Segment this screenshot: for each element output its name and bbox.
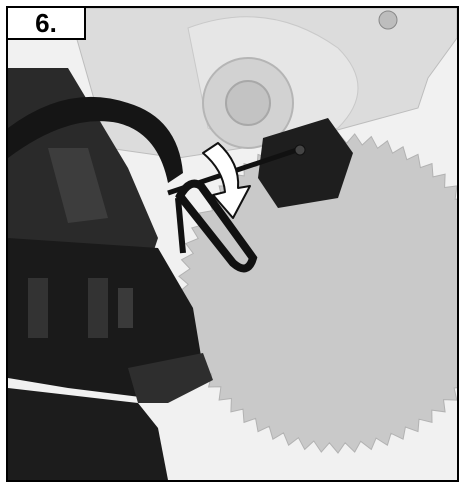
upper-blade-guard bbox=[68, 8, 457, 158]
step-number-label: 6. bbox=[6, 6, 86, 40]
miter-saw-illustration bbox=[8, 8, 457, 480]
instruction-figure: 6. bbox=[6, 6, 459, 482]
